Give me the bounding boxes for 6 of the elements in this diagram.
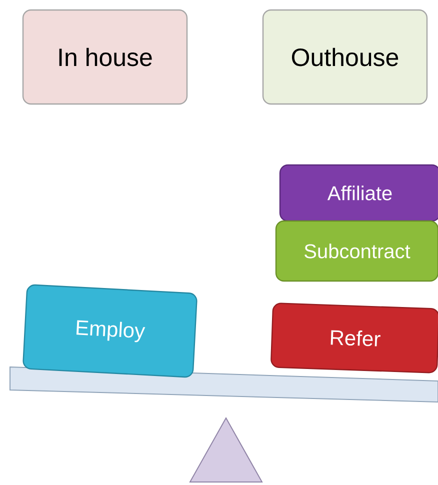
label-box: Employ (22, 284, 198, 378)
label-box: Affiliate (279, 164, 438, 222)
label-box: Outhouse (262, 9, 428, 105)
label-box: In house (22, 9, 188, 105)
label-box: Subcontract (275, 220, 438, 282)
label-box: Refer (270, 302, 438, 374)
